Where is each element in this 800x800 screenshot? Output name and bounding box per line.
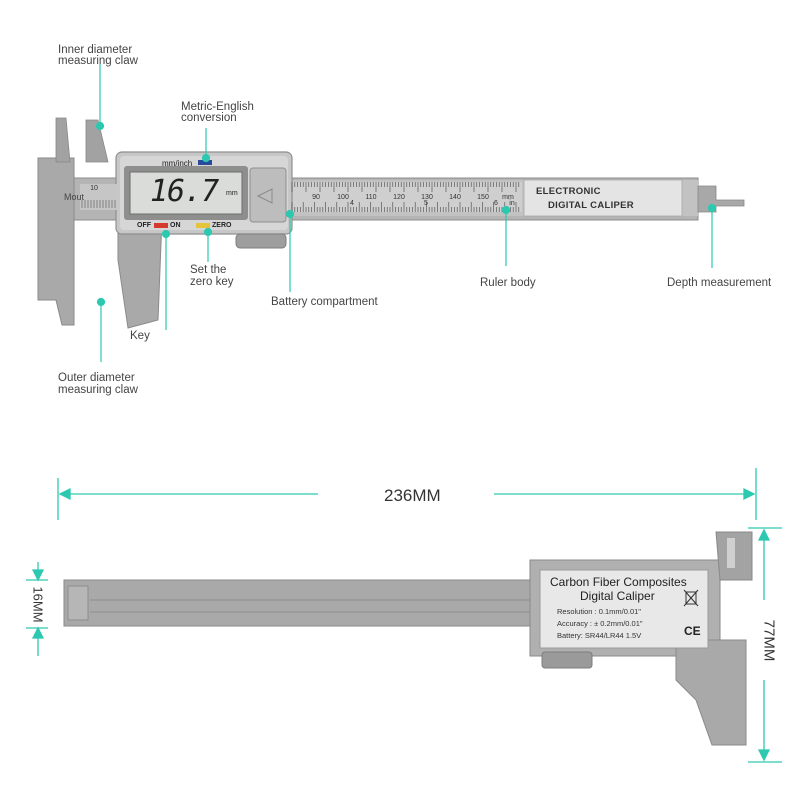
callout-metric-english-2: conversion — [181, 112, 237, 124]
battery-compartment-cover — [249, 167, 287, 223]
callout-set-zero-2: zero key — [190, 276, 234, 288]
zero-label: ZERO — [212, 222, 232, 229]
back-title-1: Carbon Fiber Composites — [550, 575, 687, 589]
off-label: OFF — [137, 222, 151, 229]
weee-bin-icon — [683, 589, 699, 607]
callout-set-zero-1: Set the — [190, 264, 227, 276]
back-battery: Battery: SR44/LR44 1.5V — [557, 631, 642, 640]
moving-inner-claw — [85, 119, 109, 163]
callout-metric-english-1: Metric-English — [181, 101, 254, 113]
upper-tick-label: 140 — [449, 194, 461, 201]
callout-depth: Depth measurement — [667, 277, 772, 289]
lower-tick-label: in — [509, 200, 515, 207]
on-button — [154, 223, 168, 228]
callout-ruler: Ruler body — [480, 277, 536, 289]
zero-button — [196, 223, 210, 228]
brand-line-1: ELECTRONIC — [536, 186, 601, 197]
callout-key: Key — [130, 330, 150, 342]
upper-tick-label: mm — [502, 194, 514, 201]
callout-inner-claw-1: Inner diameter — [58, 44, 133, 56]
fixed-inner-claw — [55, 117, 71, 163]
upper-tick-label: 10 — [90, 185, 98, 192]
dimension-length: 236MM — [384, 486, 441, 505]
upper-tick-label: 150 — [477, 194, 489, 201]
callout-outer-claw-1: Outer diameter — [58, 372, 135, 384]
back-thumb-wheel — [541, 651, 593, 669]
lcd-unit: mm — [226, 190, 238, 197]
back-lower-jaw — [675, 639, 747, 746]
back-label-plate — [539, 569, 709, 649]
back-resolution: Resolution : 0.1mm/0.01" — [557, 607, 641, 616]
lower-tick-label: 6 — [494, 200, 498, 207]
upper-tick-label: 130 — [421, 194, 433, 201]
back-accuracy: Accuracy : ± 0.2mm/0.01" — [557, 619, 643, 628]
fixed-outer-jaw — [37, 157, 75, 326]
dimension-height: 77MM — [760, 619, 778, 662]
conversion-button — [198, 160, 212, 165]
back-beam — [63, 579, 557, 627]
brand-plate — [523, 179, 683, 217]
back-title-2: Digital Caliper — [580, 589, 655, 603]
upper-tick-label: 100 — [337, 194, 349, 201]
on-label: ON — [170, 222, 181, 229]
thumb-wheel — [235, 233, 287, 249]
lower-tick-label: 5 — [424, 200, 428, 207]
upper-tick-label: 110 — [365, 194, 376, 201]
mout-label: Mout — [64, 192, 85, 202]
callout-outer-claw-2: measuring claw — [58, 384, 138, 396]
upper-tick-label: 120 — [393, 194, 405, 201]
dimension-thickness: 16MM — [30, 586, 46, 623]
callout-battery: Battery compartment — [271, 296, 378, 308]
mm-inch-label: mm/inch — [162, 159, 193, 168]
lcd-reading: 16.7 — [150, 174, 219, 209]
lower-tick-label: 4 — [350, 200, 354, 207]
upper-tick-label: 90 — [312, 194, 320, 201]
callout-inner-claw-2: measuring claw — [58, 55, 138, 67]
ce-mark: CE — [684, 624, 701, 638]
brand-line-2: DIGITAL CALIPER — [548, 200, 634, 211]
